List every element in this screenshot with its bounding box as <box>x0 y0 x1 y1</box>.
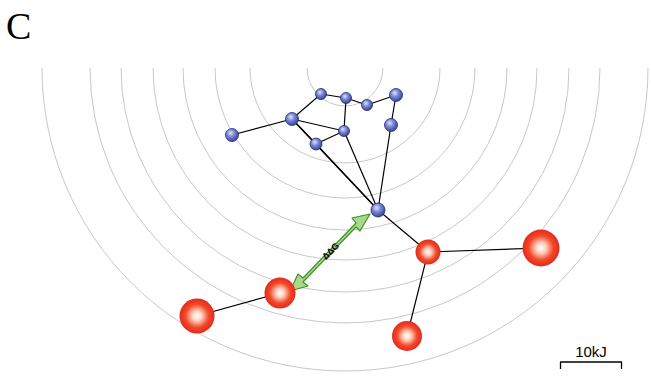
red-states <box>180 230 560 352</box>
network-links <box>197 94 541 336</box>
blue-states <box>226 89 403 218</box>
double-arrow <box>290 214 370 291</box>
scale-bar <box>560 362 622 369</box>
delta-delta-g-label: ΔΔG <box>321 241 341 261</box>
energy-contours <box>42 68 648 371</box>
scale-bar-label: 10kJ <box>575 344 607 359</box>
panel-letter: C <box>6 7 31 45</box>
